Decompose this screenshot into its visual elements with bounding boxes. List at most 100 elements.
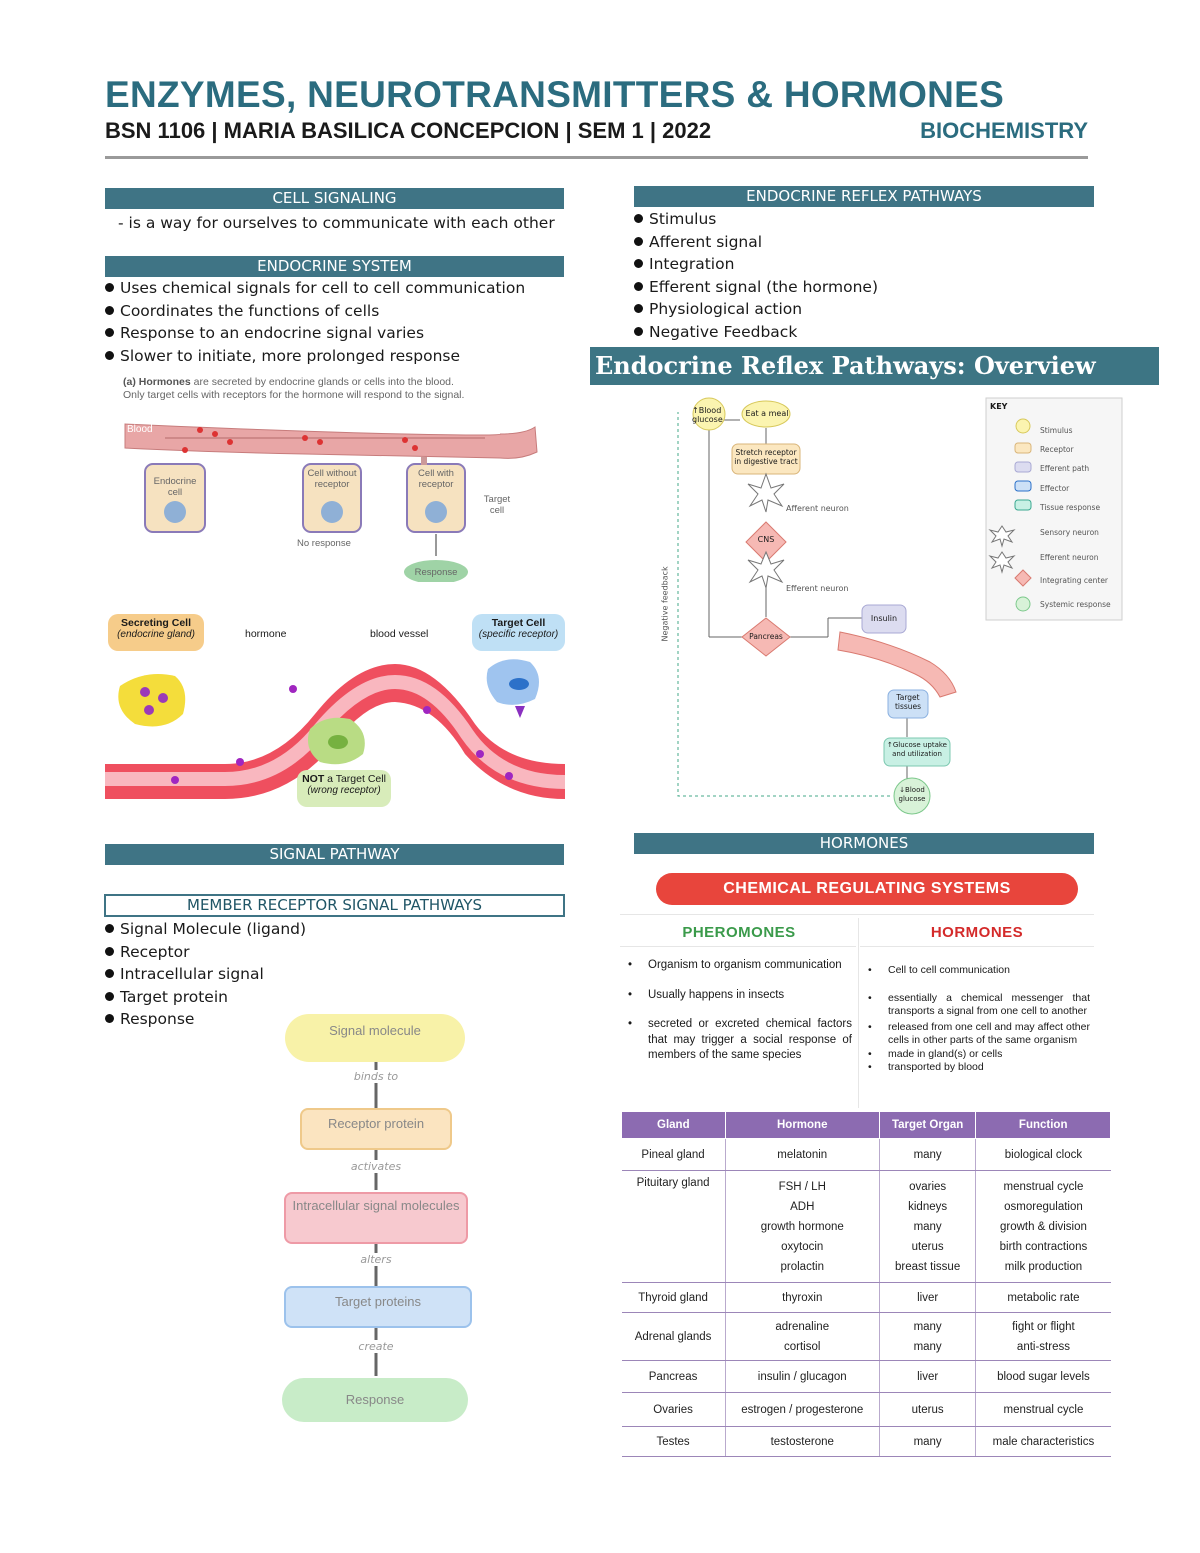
- cell-line: liver: [917, 1370, 939, 1383]
- gland-cell: Pituitary gland: [621, 1170, 726, 1283]
- cell-line: male characteristics: [992, 1435, 1095, 1448]
- hormone-cell: estrogen / progesterone: [724, 1392, 880, 1427]
- list-item: Receptor: [105, 941, 306, 964]
- target-organ-cell: liver: [878, 1282, 976, 1313]
- header-divider: [105, 156, 1088, 159]
- function-cell: blood sugar levels: [975, 1360, 1111, 1393]
- key-item: Efferent path: [1040, 464, 1090, 474]
- cell-line: adrenaline: [775, 1320, 830, 1333]
- overview-drawing: [677, 397, 1123, 815]
- cell-signaling-heading: CELL SIGNALING: [105, 188, 564, 209]
- cell-line: menstrual cycle: [1003, 1403, 1084, 1416]
- cell-line: milk production: [1004, 1260, 1083, 1273]
- hormone-cell: testosterone: [724, 1426, 880, 1457]
- pheromones-title: PHEROMONES: [682, 924, 796, 941]
- hormone-cell: thyroxin: [724, 1282, 880, 1313]
- list-item: Physiological action: [634, 298, 878, 321]
- list-item: Integration: [634, 253, 878, 276]
- list-item: Negative Feedback: [634, 321, 878, 344]
- blood-label: Blood: [127, 424, 153, 435]
- figure-caption: (a) Hormones are secreted by endocrine g…: [123, 376, 465, 401]
- cell-signaling-text: - is a way for ourselves to communicate …: [118, 214, 555, 232]
- key-item: Receptor: [1040, 445, 1074, 455]
- negative-feedback-label: Negative feedback: [660, 566, 670, 642]
- gland-cell: Pancreas: [621, 1360, 726, 1393]
- key-item: Sensory neuron: [1040, 528, 1099, 538]
- not-target-cell-chip: NOT a Target Cell (wrong receptor): [297, 770, 391, 807]
- member-receptor-list: Signal Molecule (ligand) Receptor Intrac…: [105, 918, 306, 1031]
- hormone-cell: melatonin: [724, 1138, 880, 1171]
- overview-banner: Endocrine Reflex Pathways: Overview: [590, 347, 1159, 385]
- list-item: Intracellular signal: [105, 963, 306, 986]
- header-gland: Gland: [621, 1111, 726, 1139]
- binds-to-label: binds to: [340, 1070, 412, 1083]
- blood-vessel-label: blood vessel: [370, 628, 429, 640]
- bullet-icon: [634, 326, 643, 336]
- subject-label: BIOCHEMISTRY: [920, 118, 1088, 143]
- cell-line: birth contractions: [999, 1240, 1088, 1253]
- key-item: Effector: [1040, 483, 1070, 493]
- cell-line: many: [913, 1340, 942, 1353]
- bullet-icon: [105, 1014, 114, 1023]
- list-item: Target protein: [105, 986, 306, 1009]
- endocrine-cell-label: Endocrine cell: [153, 476, 197, 498]
- signal-flow-diagram: Signal molecule binds to Receptor protei…: [270, 1010, 480, 1430]
- hormone-figure-drawing: [124, 423, 538, 582]
- gland-cell: Testes: [621, 1426, 726, 1457]
- target-cell-label: Target cell: [483, 494, 511, 516]
- chemical-regulating-banner: CHEMICAL REGULATING SYSTEMS: [656, 873, 1078, 905]
- key-title: KEY: [990, 402, 1008, 411]
- bullet-icon: [105, 969, 114, 978]
- endocrine-system-list: Uses chemical signals for cell to cell c…: [105, 277, 525, 367]
- gland-hormone-table: Gland Hormone Target Organ Function Pine…: [621, 1111, 1111, 1457]
- cell-line: uterus: [911, 1240, 944, 1253]
- list-item: Response: [105, 1008, 306, 1031]
- cell-line: Ovaries: [653, 1403, 693, 1416]
- cell-line: Thyroid gland: [638, 1291, 708, 1304]
- target-proteins-node: Target proteins: [284, 1286, 472, 1328]
- endocrine-reflex-list: Stimulus Afferent signal Integration Eff…: [634, 208, 878, 343]
- response-label: Response: [414, 567, 458, 578]
- bullet-icon: [105, 305, 114, 315]
- bullet-icon: [634, 259, 643, 268]
- member-receptor-heading: MEMBER RECEPTOR SIGNAL PATHWAYS: [104, 894, 565, 917]
- list-item: •essentially a chemical messenger that t…: [868, 991, 1090, 1018]
- receptor-protein-node: Receptor protein: [300, 1108, 452, 1150]
- eat-meal-node: Eat a meal: [745, 409, 789, 418]
- function-cell: biological clock: [975, 1138, 1111, 1171]
- hormone-secretion-figure: (a) Hormones are secreted by endocrine g…: [105, 372, 565, 582]
- create-label: create: [340, 1340, 412, 1353]
- cell-with-receptor-label: Cell with receptor: [418, 468, 454, 490]
- hormone-cell: adrenaline cortisol: [724, 1312, 880, 1361]
- target-organ-cell: many: [878, 1426, 976, 1457]
- cell-line: FSH / LH: [778, 1180, 826, 1193]
- cell-line: insulin / glucagon: [757, 1370, 847, 1383]
- key-item: Tissue response: [1040, 502, 1101, 512]
- cell-line: thyroxin: [782, 1291, 823, 1304]
- list-item: •Usually happens in insects: [628, 988, 785, 1001]
- cell-line: cortisol: [784, 1340, 821, 1353]
- cell-without-receptor-label: Cell without receptor: [307, 468, 357, 490]
- cell-line: estrogen / progesterone: [741, 1403, 864, 1416]
- bullet-icon: [634, 236, 643, 246]
- list-item: Stimulus: [634, 208, 878, 231]
- cell-line: Pancreas: [648, 1370, 698, 1383]
- cell-line: kidneys: [908, 1200, 948, 1213]
- list-item: •Organism to organism communication: [628, 959, 842, 971]
- cell-line: many: [913, 1435, 942, 1448]
- secreting-cell-figure: Secreting Cell (endocrine gland) hormone…: [105, 614, 565, 814]
- cell-line: prolactin: [780, 1260, 824, 1273]
- hormone-label: hormone: [245, 628, 287, 640]
- list-item: Afferent signal: [634, 231, 878, 254]
- cell-line: Adrenal glands: [634, 1330, 712, 1343]
- endocrine-reflex-heading: ENDOCRINE REFLEX PATHWAYS: [634, 186, 1094, 207]
- list-item: •transported by blood: [868, 1061, 984, 1073]
- key-item: Integrating center: [1040, 576, 1109, 586]
- key-list: Stimulus Receptor Efferent path Effector…: [1040, 421, 1111, 614]
